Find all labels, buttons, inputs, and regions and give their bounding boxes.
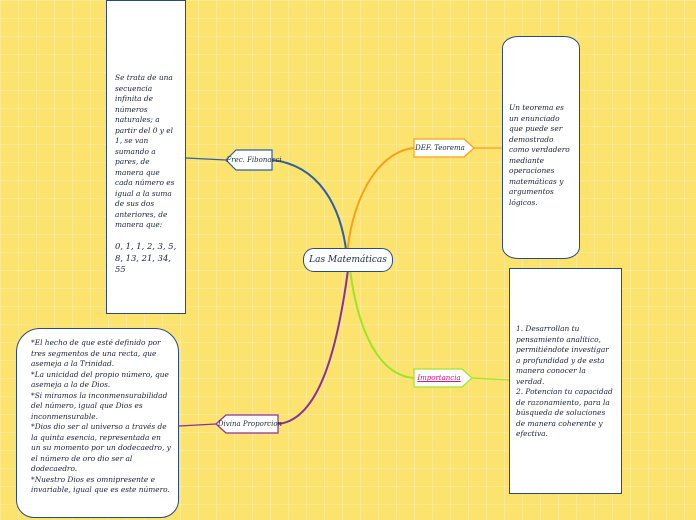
connector-fibonacci [271, 159, 348, 259]
central-topic[interactable]: Las Matemáticas [303, 248, 393, 272]
branch-shape-fibonacci [225, 149, 273, 171]
connector-divina [277, 269, 349, 425]
card-importancia[interactable]: 1. Desarrollan tu pensamiento analítico,… [509, 268, 622, 494]
connector-fibonacci-card [185, 157, 227, 161]
branch-importancia-label: Importancia [417, 374, 461, 382]
connector-teorema [346, 147, 415, 259]
branch-shape-teorema [413, 138, 475, 158]
card-divina-p2: *La unicidad del propio número, que asem… [31, 369, 169, 390]
connector-importancia [349, 269, 415, 379]
card-importancia-line1: 1. Desarrollan tu pensamiento analítico,… [516, 324, 609, 386]
branch-fibonacci[interactable]: Frec. Fibonacci [226, 150, 281, 170]
connector-importancia-card [471, 377, 510, 381]
branch-shape-importancia [413, 368, 473, 388]
branch-fibonacci-label: Frec. Fibonacci [226, 156, 282, 164]
card-fibonacci-sequence: 0, 1, 1, 2, 3, 5, 8, 13, 21, 34, 55 [115, 240, 177, 275]
card-divina[interactable]: *El hecho de que esté definido por tres … [16, 328, 179, 518]
branch-teorema-label: DEF. Teorema [415, 144, 465, 152]
card-importancia-line2: 2. Potencian tu capacidad de razonamient… [516, 387, 613, 439]
card-fibonacci[interactable]: Se trata de una secuencia infinita de nú… [106, 0, 186, 314]
card-divina-p1: *El hecho de que esté definido por tres … [31, 338, 161, 369]
branch-divina[interactable]: Divina Proporcion [218, 415, 282, 433]
card-teorema-text: Un teorema es un enunciado que puede ser… [509, 103, 570, 207]
branch-importancia[interactable]: Importancia [414, 369, 464, 387]
branch-divina-label: Divina Proporcion [217, 420, 283, 428]
card-divina-p5: *Nuestro Dios es omnipresente e invariab… [31, 474, 170, 495]
connector-divina-card [178, 423, 217, 427]
card-divina-p4: *Dios dio ser al universo a través de la… [31, 422, 171, 474]
card-fibonacci-text: Se trata de una secuencia infinita de nú… [115, 73, 175, 230]
card-teorema[interactable]: Un teorema es un enunciado que puede ser… [502, 36, 580, 259]
branch-shape-divina [215, 414, 279, 434]
branch-teorema[interactable]: DEF. Teorema [414, 139, 466, 157]
central-topic-label: Las Matemáticas [309, 255, 387, 265]
card-divina-p3: *Si miramos la inconmensurabilidad del n… [31, 390, 168, 421]
